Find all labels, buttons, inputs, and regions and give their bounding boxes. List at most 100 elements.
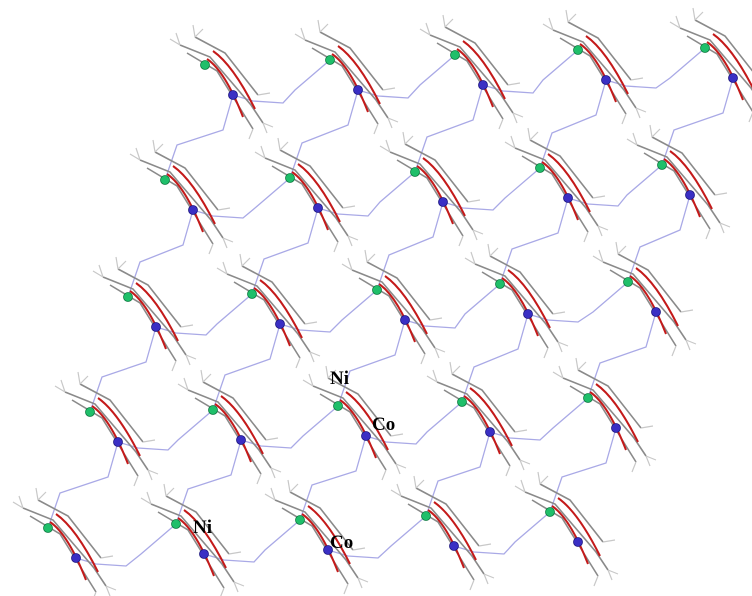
molecule-unit bbox=[92, 256, 197, 372]
nickel-atom bbox=[573, 45, 583, 55]
hydrogen-bonds bbox=[341, 249, 446, 365]
molecule-unit bbox=[54, 371, 159, 487]
ring-bond bbox=[663, 150, 713, 218]
cobalt-atom bbox=[400, 315, 410, 325]
molecule-unit bbox=[514, 471, 619, 587]
molecule-unit bbox=[390, 475, 495, 591]
carbon-frame bbox=[102, 268, 187, 362]
ring-bond bbox=[579, 35, 629, 103]
bridge-bond bbox=[627, 194, 691, 283]
hydrogen-bonds bbox=[302, 365, 407, 481]
cobalt-atom bbox=[478, 80, 488, 90]
cobalt-atom bbox=[228, 90, 238, 100]
hydrogen-bonds bbox=[254, 137, 359, 253]
bridge-bond bbox=[414, 84, 484, 173]
carbon-frame bbox=[264, 149, 349, 243]
molecule-unit bbox=[264, 479, 369, 595]
hydrogen-bonds bbox=[504, 127, 609, 243]
molecule-unit bbox=[294, 19, 399, 135]
carbon-frame bbox=[552, 21, 637, 115]
bridge-bond bbox=[175, 439, 242, 525]
ring-bond bbox=[463, 387, 513, 455]
nickel-atom bbox=[583, 393, 593, 403]
cobalt-atom bbox=[71, 553, 81, 563]
molecule-unit bbox=[341, 249, 446, 365]
hydrogen-bonds bbox=[129, 139, 234, 255]
bridge-bond bbox=[567, 164, 663, 207]
nickel-atom bbox=[421, 511, 431, 521]
ring-bond bbox=[456, 40, 506, 108]
cobalt-atom bbox=[611, 423, 621, 433]
nickel-atom bbox=[450, 50, 460, 60]
ring-bond bbox=[206, 50, 256, 118]
hydrogen-bonds bbox=[592, 241, 697, 357]
bridge-bond bbox=[89, 326, 157, 413]
carbon-frame bbox=[179, 36, 264, 130]
molecule-unit bbox=[542, 9, 647, 125]
cobalt-atom bbox=[685, 190, 695, 200]
carbon-frame bbox=[304, 31, 389, 125]
cobalt-atom bbox=[113, 437, 123, 447]
carbon-frame bbox=[139, 151, 224, 245]
ring-bond bbox=[91, 397, 141, 465]
molecule-unit bbox=[592, 241, 697, 357]
bridge-bond bbox=[337, 319, 406, 407]
bridge-bond bbox=[587, 311, 657, 399]
cobalt-atom bbox=[151, 322, 161, 332]
ring-bond bbox=[253, 279, 303, 347]
hydrogen-bonds bbox=[426, 361, 531, 477]
hydrogen-bonds bbox=[216, 253, 321, 369]
molecule-unit bbox=[504, 127, 609, 243]
bridge-bond bbox=[661, 77, 734, 166]
cobalt-atom bbox=[353, 85, 363, 95]
cobalt-atom bbox=[313, 203, 323, 213]
hydrogen-bonds bbox=[514, 471, 619, 587]
cobalt-atom bbox=[728, 73, 738, 83]
carbon-frame bbox=[436, 373, 521, 467]
cobalt-atom bbox=[523, 309, 533, 319]
hydrogen-bonds bbox=[92, 256, 197, 372]
nickel-atom bbox=[623, 277, 633, 287]
molecule-unit bbox=[140, 483, 245, 596]
nickel-atom bbox=[325, 55, 335, 65]
bridge-bond bbox=[376, 201, 444, 291]
bridge-bond bbox=[549, 427, 617, 513]
label-ni-upper: Ni bbox=[330, 368, 349, 389]
ring-bond bbox=[214, 395, 264, 463]
hydrogen-bonds bbox=[169, 24, 274, 140]
bridge-bond bbox=[127, 209, 194, 298]
nickel-atom bbox=[372, 285, 382, 295]
hydrogen-bonds bbox=[390, 475, 495, 591]
carbon-frame bbox=[400, 487, 485, 581]
ring-bond bbox=[301, 505, 351, 573]
nickel-atom bbox=[657, 160, 667, 170]
carbon-frame bbox=[562, 369, 647, 463]
carbon-frame bbox=[226, 265, 311, 359]
hydrogen-bonds bbox=[626, 124, 731, 240]
cobalt-atom bbox=[573, 537, 583, 547]
ring-bond bbox=[166, 165, 216, 233]
carbon-frame bbox=[524, 483, 609, 577]
label-co-upper: Co bbox=[372, 414, 395, 435]
cobalt-atom bbox=[601, 75, 611, 85]
cobalt-atom bbox=[438, 197, 448, 207]
bridge-bond bbox=[117, 409, 214, 451]
nickel-atom bbox=[410, 167, 420, 177]
nickel-atom bbox=[700, 43, 710, 53]
ring-bond bbox=[551, 497, 601, 565]
molecule-unit bbox=[419, 14, 524, 130]
molecule-unit bbox=[552, 357, 657, 473]
hydrogen-bonds bbox=[54, 371, 159, 487]
cobalt-atom bbox=[361, 431, 371, 441]
ring-bond bbox=[339, 391, 389, 459]
bridge-bond bbox=[299, 435, 367, 521]
ring-bond bbox=[49, 513, 99, 581]
carbon-frame bbox=[636, 136, 721, 230]
bridge-bond bbox=[47, 441, 119, 529]
nickel-atom bbox=[171, 519, 181, 529]
hydrogen-bonds bbox=[379, 131, 484, 247]
carbon-frame bbox=[474, 255, 559, 349]
nickel-atom bbox=[535, 163, 545, 173]
bridge-bond bbox=[499, 197, 569, 285]
nickel-atom bbox=[247, 289, 257, 299]
